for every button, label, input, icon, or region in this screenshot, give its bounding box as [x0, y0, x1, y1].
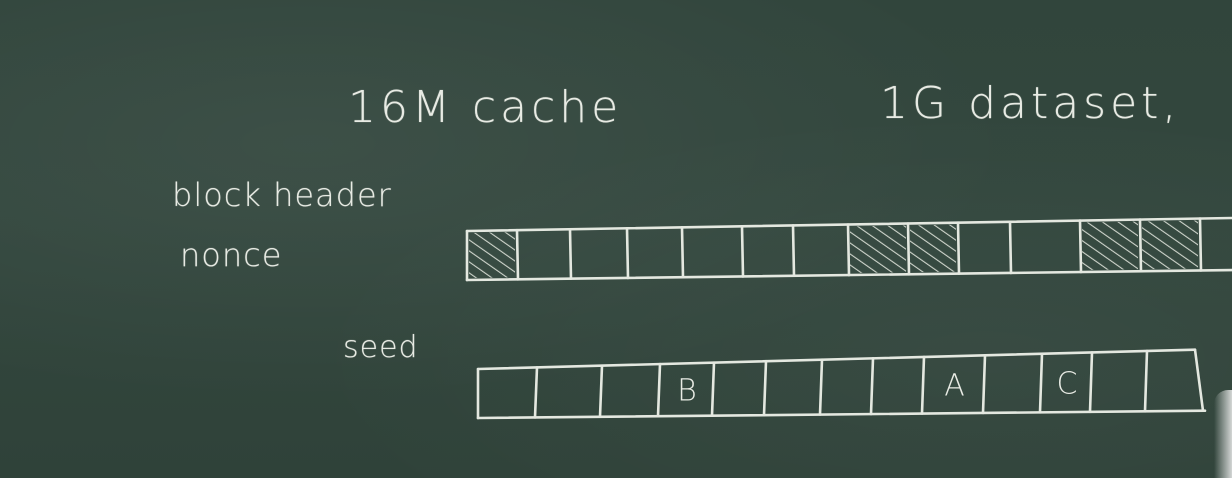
dataset-cell-divider	[791, 224, 796, 278]
cache-cell-divider	[1038, 352, 1044, 414]
hatched-cell	[469, 232, 515, 278]
dataset-cell-divider	[1138, 218, 1143, 273]
cache-strip-right-edge	[1193, 348, 1205, 413]
cache-cell-label: C	[1057, 367, 1078, 402]
cache-cell-divider	[920, 355, 926, 415]
hatched-cell	[1142, 220, 1198, 270]
cache-cell-divider	[656, 362, 662, 418]
dataset-strip	[465, 216, 1232, 282]
cache-cell-label: B	[677, 374, 697, 409]
hatched-cell	[850, 225, 906, 274]
cache-cell-divider	[710, 361, 716, 417]
cache-cell-divider	[818, 358, 824, 416]
cache-cell-label: A	[944, 369, 965, 404]
dataset-cell-divider	[625, 226, 630, 280]
seed-label: seed	[343, 330, 419, 365]
dataset-cell-divider	[1198, 217, 1203, 272]
cache-cell-divider	[981, 354, 987, 415]
dataset-cell-divider	[740, 225, 745, 278]
cache-cell-divider	[1088, 351, 1094, 414]
dataset-strip-top-edge	[465, 216, 1232, 233]
dataset-cell-divider	[1008, 220, 1013, 275]
hatched-cell	[910, 224, 956, 273]
cache-strip-top-edge	[476, 348, 1197, 371]
hatched-cell	[1082, 221, 1138, 271]
dataset-cell-divider	[906, 222, 911, 276]
dataset-size-label: 1G dataset,	[880, 78, 1181, 129]
cache-strip-bottom-edge	[476, 409, 1207, 420]
dataset-cell-divider	[680, 226, 685, 279]
dataset-cell-divider	[1078, 219, 1083, 274]
dataset-cell-divider	[568, 227, 573, 280]
cache-cell-divider	[762, 359, 768, 417]
presenter-edge	[1214, 390, 1232, 478]
cache-cell-divider	[598, 364, 604, 419]
dataset-cell-divider	[515, 228, 520, 281]
nonce-label: nonce	[180, 236, 283, 274]
block-header-label: block header	[172, 176, 392, 214]
dataset-cell-divider	[956, 221, 961, 275]
cache-cell-divider	[1143, 349, 1149, 413]
cache-cell-divider	[869, 357, 875, 416]
cache-size-label: 16M cache	[348, 82, 623, 133]
cache-cell-divider	[533, 366, 539, 419]
dataset-cell-divider	[846, 223, 851, 277]
